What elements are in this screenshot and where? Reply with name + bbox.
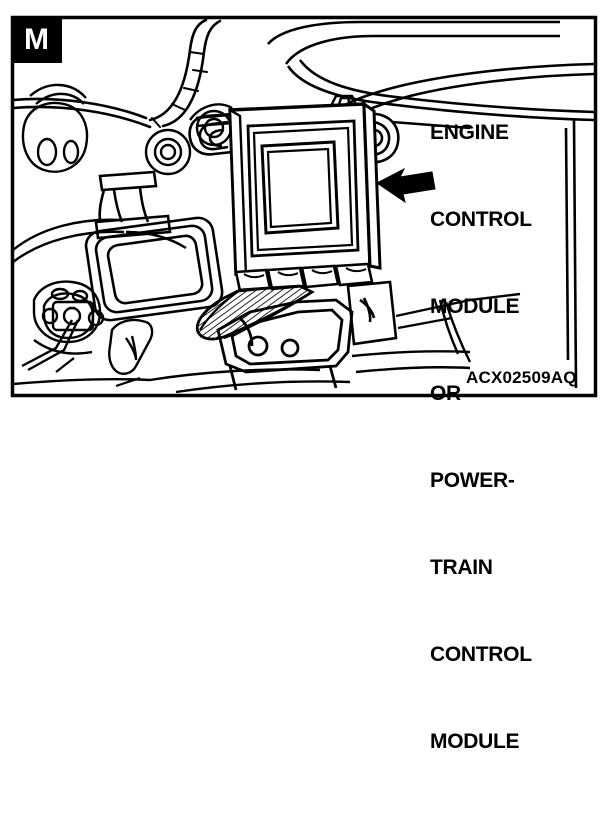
bracket-bolt-assembly (21, 280, 105, 372)
callout-line-5: POWER- (430, 469, 515, 492)
figure-part-code: ACX02509AQ (466, 368, 577, 387)
callout-arrow (376, 167, 436, 204)
callout-line-2: CONTROL (430, 208, 532, 231)
lower-left-detail-marks (55, 357, 141, 388)
lower-right-trim-lines (351, 292, 521, 374)
callout-line-4: OR (430, 382, 461, 405)
right-panel-edge (564, 119, 578, 389)
connector-latch-details (243, 267, 367, 279)
grommet-cluster (29, 83, 233, 176)
line-art-illustration (10, 15, 598, 398)
callout-line-1: ENGINE (430, 121, 509, 144)
lower-dash-structure (13, 218, 187, 263)
callout-line-3: MODULE (430, 295, 520, 318)
diagram-contents (13, 18, 594, 394)
callout-label-engine-control-module: ENGINE CONTROL MODULE OR POWER- TRAIN CO… (430, 60, 600, 814)
callout-line-8: MODULE (430, 730, 520, 753)
module-mounting-tab-left (188, 112, 234, 156)
technical-diagram-figure: M ENGINE CONTROL MODULE OR POWER- TRAIN … (10, 15, 598, 753)
center-post-bracket (94, 170, 172, 240)
right-side-bracket (346, 280, 398, 346)
firewall-plate (21, 101, 89, 173)
figure-frame (10, 15, 598, 398)
duct-rib-marks (151, 51, 208, 128)
mounting-bracket (216, 298, 354, 391)
lower-center-panel (108, 318, 154, 375)
callout-line-7: CONTROL (430, 643, 532, 666)
figure-badge-label: M (24, 22, 49, 56)
engine-control-module (228, 101, 382, 278)
upper-air-duct (267, 20, 594, 122)
callout-line-6: TRAIN (430, 556, 493, 579)
figure-badge-m: M (11, 16, 62, 63)
